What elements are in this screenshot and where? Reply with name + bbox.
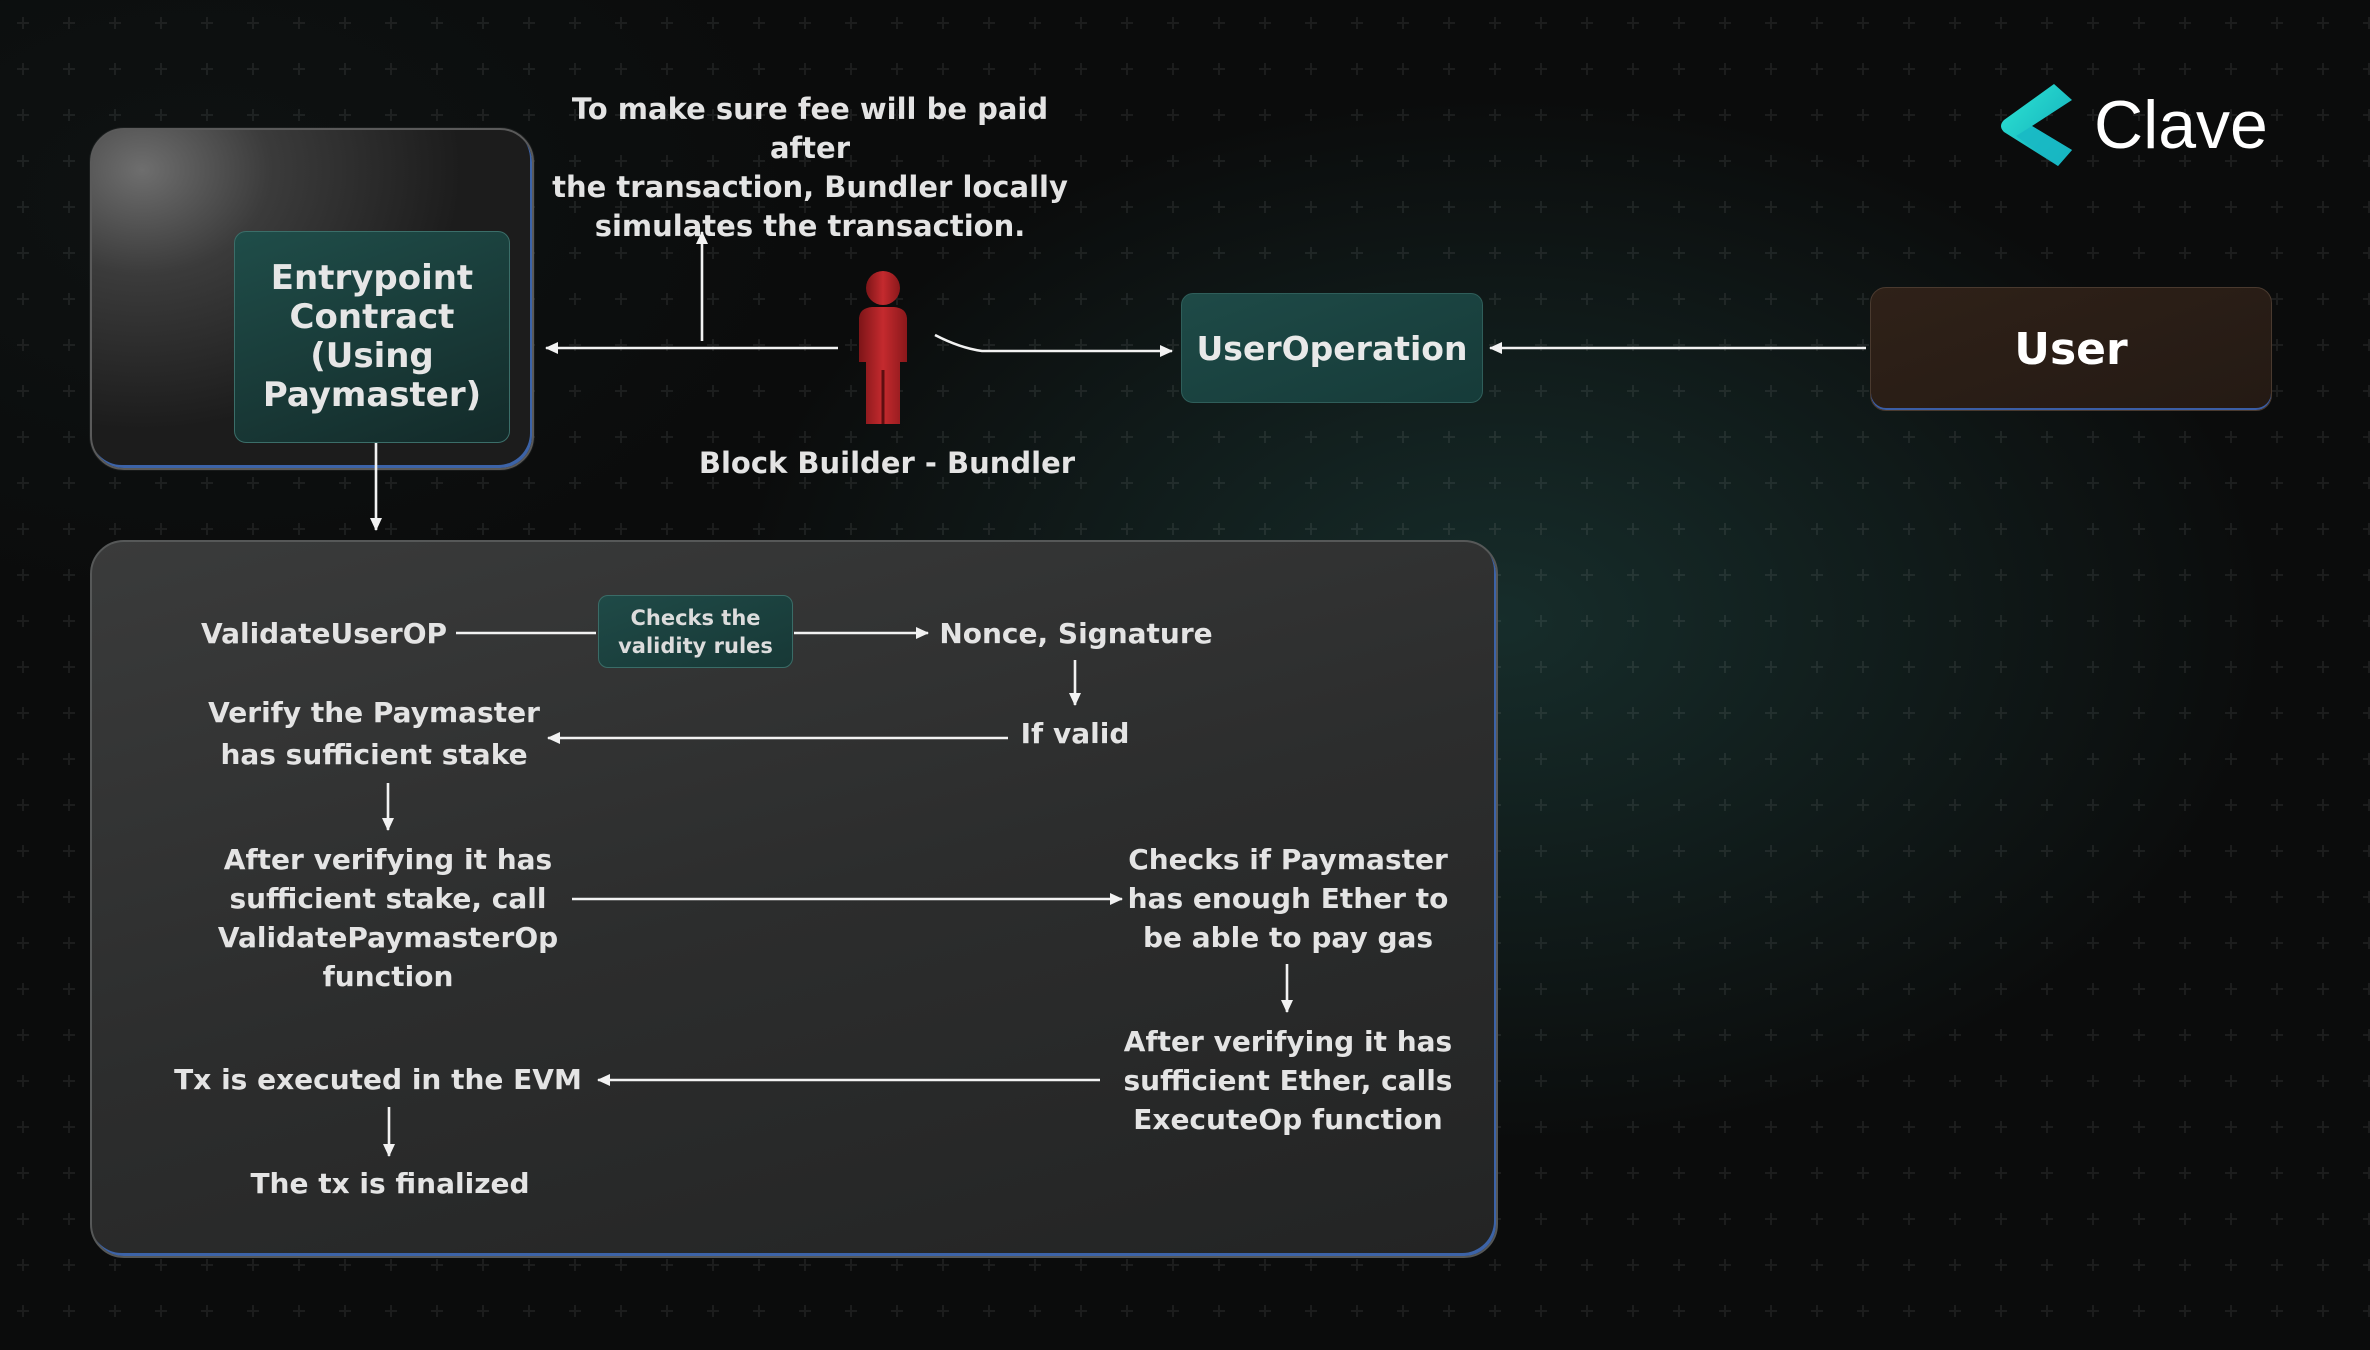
entrypoint-line: Contract (289, 297, 455, 337)
checks-paymaster-ether-line: be able to pay gas (1142, 921, 1434, 954)
calls-execute-op-line: ExecuteOp function (1133, 1103, 1443, 1136)
entrypoint-line: Entrypoint (270, 258, 474, 298)
if-valid-label: If valid (1020, 717, 1130, 750)
call-validate-paymaster-label: After verifying it has sufficient stake,… (212, 840, 564, 996)
checks-validity-line: validity rules (618, 633, 773, 658)
user-operation-label: UserOperation (1196, 328, 1468, 368)
nonce-signature-label: Nonce, Signature (939, 617, 1213, 650)
simulation-note-line: simulates the transaction. (594, 209, 1026, 243)
bundler-person-icon (859, 271, 907, 424)
call-validate-paymaster-line: After verifying it has (223, 843, 553, 876)
checks-paymaster-ether-line: Checks if Paymaster (1128, 843, 1448, 876)
call-validate-paymaster-line: function (322, 960, 454, 993)
clave-logo: Clave (1996, 78, 2276, 172)
user-box: User (1870, 287, 2272, 411)
verify-paymaster-stake-label: Verify the Paymaster has sufficient stak… (200, 693, 548, 774)
call-validate-paymaster-line: ValidatePaymasterOp (217, 921, 559, 954)
checks-paymaster-ether-line: has enough Ether to (1127, 882, 1449, 915)
call-validate-paymaster-line: sufficient stake, call (229, 882, 547, 915)
checks-validity-box: Checks the validity rules (598, 595, 793, 668)
simulation-note-line: To make sure fee will be paid after (571, 92, 1049, 165)
simulation-note-line: the transaction, Bundler locally (552, 170, 1068, 204)
user-label: User (2014, 323, 2128, 375)
user-operation-box: UserOperation (1181, 293, 1483, 403)
verify-paymaster-stake-line: Verify the Paymaster (208, 696, 540, 729)
bundler-label: Block Builder - Bundler (698, 446, 1076, 480)
clave-logo-icon (2001, 84, 2072, 166)
tx-finalized-label: The tx is finalized (250, 1167, 530, 1200)
checks-validity-line: Checks the (630, 605, 761, 630)
calls-execute-op-label: After verifying it has sufficient Ether,… (1118, 1022, 1458, 1139)
tx-executed-label: Tx is executed in the EVM (174, 1063, 582, 1096)
entrypoint-contract-box: Entrypoint Contract (Using Paymaster) (234, 231, 510, 443)
calls-execute-op-line: sufficient Ether, calls (1123, 1064, 1453, 1097)
arrow-bundler-to-useroperation (934, 333, 1173, 357)
entrypoint-line: (Using (310, 336, 434, 376)
verify-paymaster-stake-line: has sufficient stake (220, 738, 528, 771)
calls-execute-op-line: After verifying it has (1123, 1025, 1453, 1058)
simulation-note: To make sure fee will be paid after the … (540, 90, 1080, 246)
validate-user-op-label: ValidateUserOP (200, 617, 448, 650)
checks-paymaster-ether-label: Checks if Paymaster has enough Ether to … (1120, 840, 1456, 957)
logo-wordmark: Clave (2094, 87, 2268, 163)
entrypoint-line: Paymaster) (262, 375, 482, 415)
